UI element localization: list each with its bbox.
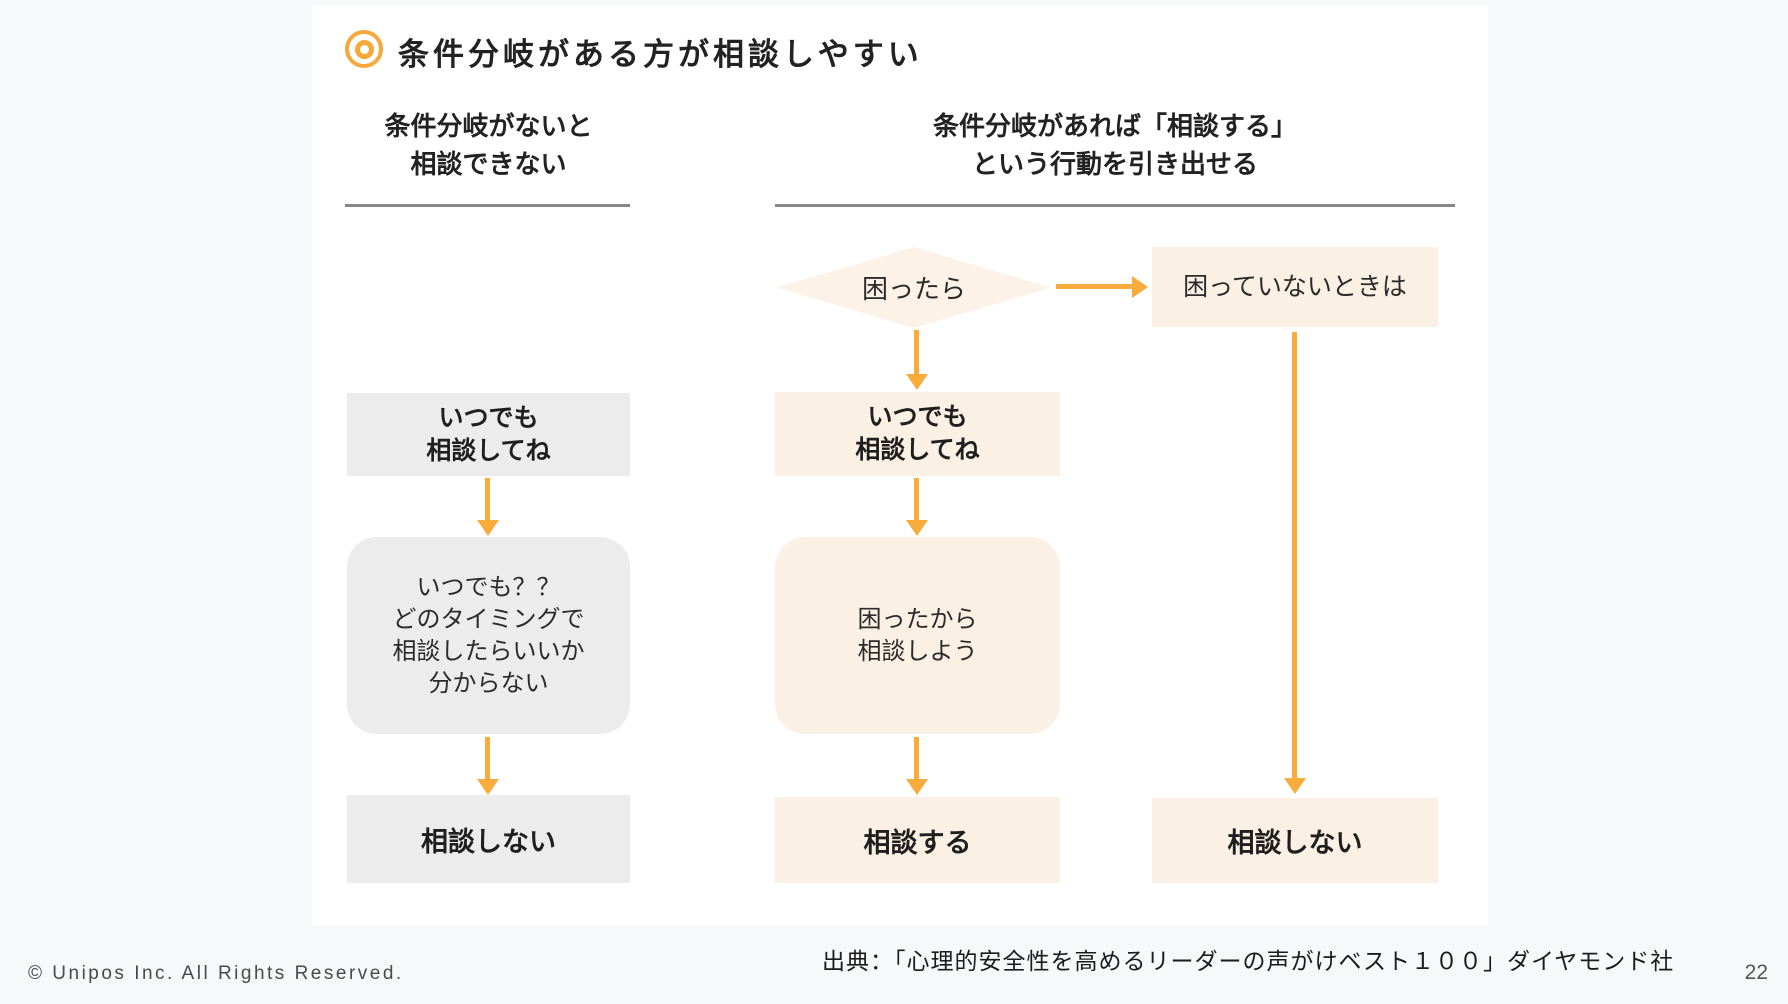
flow-node-no-consult-cream: 相談しない — [1152, 798, 1438, 883]
flow-node-when-not-troubled: 困っていないときは — [1152, 247, 1438, 327]
right-header-underline — [775, 204, 1455, 207]
arrow-down-long-icon — [1284, 332, 1306, 794]
flow-node-troubled-so-consult: 困ったから 相談しよう — [775, 537, 1060, 734]
flow-node-consult: 相談する — [775, 797, 1060, 883]
left-column-header: 条件分岐がないと 相談できない — [384, 111, 593, 179]
flow-node-anytime-consult-cream: いつでも 相談してね — [775, 392, 1060, 476]
bullseye-inner-ring — [354, 39, 374, 59]
bullseye-icon — [345, 30, 383, 68]
arrow-down-icon — [906, 737, 928, 795]
left-header-underline — [345, 204, 630, 207]
flow-node-dont-know-timing: いつでも？？ どのタイミングで 相談したらいいか 分からない — [347, 537, 630, 734]
source-citation: 出典：「心理的安全性を高めるリーダーの声がけベスト１００」ダイヤモンド社 — [822, 948, 1675, 974]
page-number: 22 — [1744, 961, 1768, 984]
flow-node-no-consult-gray: 相談しない — [347, 795, 630, 883]
arrow-down-icon — [477, 737, 499, 795]
page-title: 条件分岐がある方が相談しやすい — [398, 37, 923, 72]
flow-node-anytime-consult-gray: いつでも 相談してね — [347, 393, 630, 476]
right-column-header: 条件分岐があれば「相談する」 という行動を引き出せる — [932, 111, 1297, 179]
copyright-notice: © Unipos Inc. All Rights Reserved. — [28, 963, 404, 984]
arrow-down-icon — [906, 330, 928, 390]
arrow-down-icon — [906, 478, 928, 536]
arrow-right-icon — [1056, 276, 1148, 298]
arrow-down-icon — [477, 478, 499, 536]
